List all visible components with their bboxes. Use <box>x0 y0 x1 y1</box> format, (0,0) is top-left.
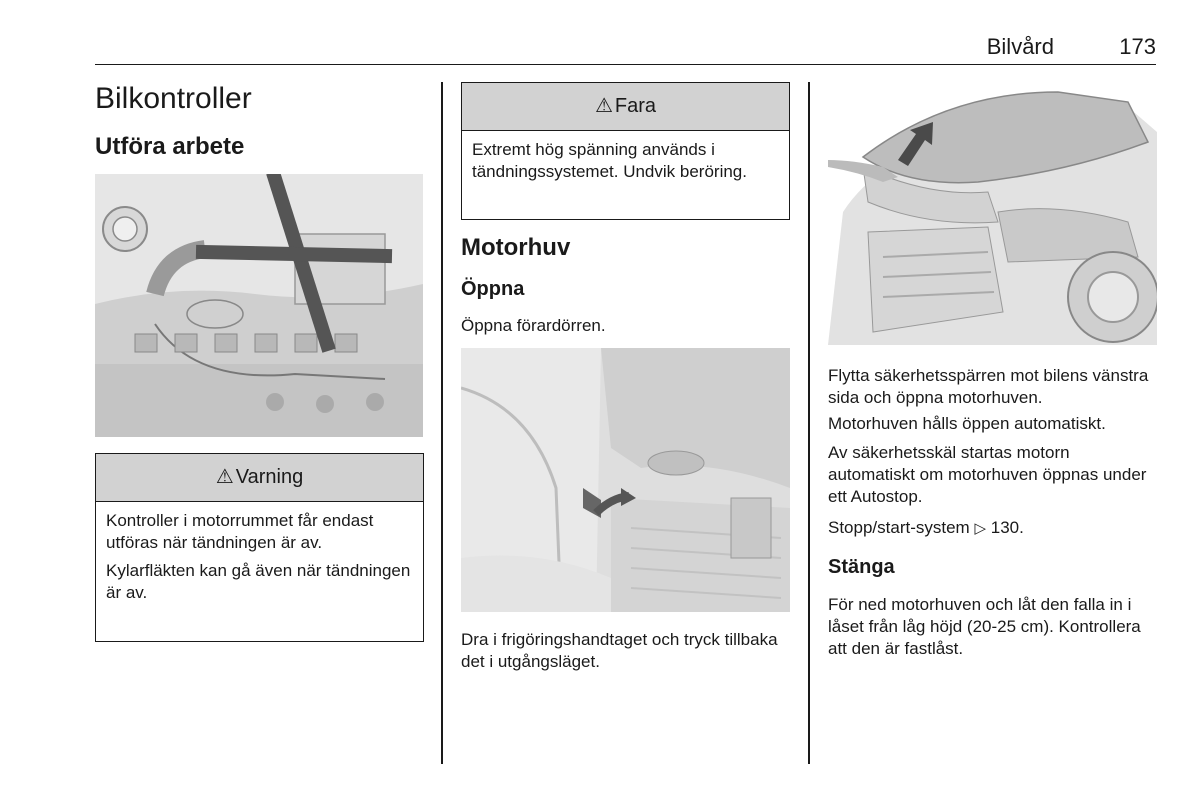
step-open-door: Öppna förardörren. <box>461 316 606 335</box>
section-subtitle: Utföra arbete <box>95 133 245 160</box>
page-header: Bilvård 173 <box>95 30 1156 65</box>
subheading-stanga: Stänga <box>828 556 895 578</box>
warning-header: ⚠Varning <box>96 454 423 502</box>
right-paragraph-1: Flytta säkerhetsspärren mot bilens vänst… <box>828 366 1149 407</box>
page-number: 173 <box>1119 34 1156 59</box>
danger-label: Fara <box>614 95 657 117</box>
hood-release-illustration <box>461 348 790 612</box>
section-heading-motorhuv: Motorhuv <box>461 234 571 261</box>
hood-safety-catch-illustration <box>828 82 1157 345</box>
xref-label: Stopp/start-system <box>828 518 970 537</box>
right-paragraph-2: Motorhuven hålls öppen automatiskt. <box>828 414 1106 433</box>
danger-box: ⚠Fara Extremt hög spänning används i tän… <box>461 82 790 220</box>
section-title: Bilvård <box>986 34 1054 59</box>
warning-triangle-icon: ⚠ <box>215 466 234 488</box>
danger-triangle-icon: ⚠ <box>594 95 613 117</box>
warning-label: Varning <box>235 466 304 488</box>
warning-paragraph: Kylarfläkten kan gå även när tänd­ningen… <box>106 561 411 602</box>
danger-header: ⚠Fara <box>462 83 789 131</box>
xref-page-link[interactable]: 130. <box>990 518 1024 537</box>
danger-body: Extremt hög spänning används i tändnings… <box>462 131 789 191</box>
warning-body: Kontroller i motorrummet får endast utfö… <box>96 502 423 612</box>
warning-paragraph: Kontroller i motorrummet får endast utfö… <box>106 511 374 552</box>
close-hood-paragraph: För ned motorhuven och låt den falla in … <box>828 595 1141 658</box>
xref-paragraph: Stopp/start-system ▷ 130. <box>828 517 1158 540</box>
column-divider-2 <box>808 82 810 764</box>
danger-paragraph: Extremt hög spänning används i tändnings… <box>472 140 747 181</box>
hood-release-caption: Dra i frigöringshandtaget och tryck till… <box>461 630 778 671</box>
engine-bay-illustration <box>95 174 423 437</box>
right-paragraph-3: Av säkerhetsskäl startas motorn automati… <box>828 443 1147 506</box>
column-divider-1 <box>441 82 443 764</box>
subheading-oppna: Öppna <box>461 278 525 300</box>
warning-box: ⚠Varning Kontroller i motorrummet får en… <box>95 453 424 642</box>
arrow-reference-icon: ▷ <box>974 520 986 537</box>
page-title: Bilkontroller <box>95 82 252 115</box>
